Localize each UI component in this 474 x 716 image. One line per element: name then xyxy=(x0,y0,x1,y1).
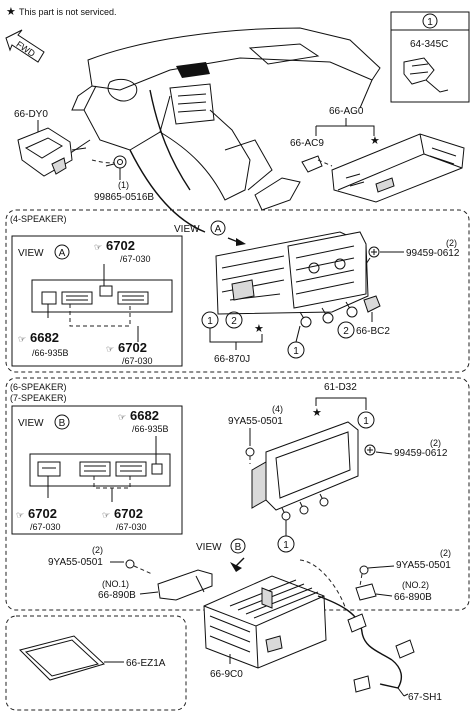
bolt-99459-0612-b: (2) 99459-0612 xyxy=(364,438,448,459)
screw-qty: (1) xyxy=(118,180,129,190)
svg-text:1: 1 xyxy=(207,316,213,327)
fuse-icon xyxy=(301,155,323,173)
hand-pointer-icon: ☞ xyxy=(118,412,126,422)
section-6-7-speaker xyxy=(5,377,470,611)
view-b-label: VIEW xyxy=(18,418,44,429)
label-66-ag0: 66-AG0 xyxy=(329,106,364,117)
view-b-box: VIEW B ☞ 6682 /66-935B ☞ 6702 /67-030 ☞ … xyxy=(11,405,183,535)
ref-6702-b-right-sub: /67-030 xyxy=(116,522,147,532)
no1-label: (NO.1) xyxy=(102,579,129,589)
svg-text:1: 1 xyxy=(283,540,289,551)
no2-label: (NO.2) xyxy=(402,580,429,590)
svg-text:A: A xyxy=(215,224,222,235)
label-66-9c0: 66-9C0 xyxy=(210,669,243,680)
view-a-pointer-label: VIEW xyxy=(174,224,200,235)
head-unit-66-ag0: 66-AG0 ★ 66-AC9 xyxy=(290,106,465,203)
amplifier-66-9c0: 66-9C0 xyxy=(203,575,327,680)
right-screw-part: 9YA55-0501 xyxy=(396,560,451,571)
star-icon: ★ xyxy=(6,6,16,18)
harness-67-sh1: 67-SH1 xyxy=(299,559,442,703)
legend-box: 1 64-345C xyxy=(390,11,470,103)
bracket1-part: 66-890B xyxy=(98,590,136,601)
bracket2-part: 66-890B xyxy=(394,592,432,603)
center-vent-icon xyxy=(176,62,210,78)
section-6-title: (6-SPEAKER) xyxy=(10,382,67,392)
section-card: 66-EZ1A xyxy=(5,615,187,711)
bolt-a-qty: (2) xyxy=(446,238,457,248)
callout-66-870j: 1 2 ★ 66-870J xyxy=(201,311,264,365)
svg-text:1: 1 xyxy=(293,346,299,357)
card-icon xyxy=(19,635,105,681)
not-serviced-note: ★ This part is not serviced. xyxy=(6,6,117,18)
label-67-sh1: 67-SH1 xyxy=(408,692,442,703)
ref-6682: 6682 xyxy=(30,330,59,345)
svg-text:B: B xyxy=(59,418,66,429)
ref-6702-b-left-sub: /67-030 xyxy=(30,522,61,532)
ref-6702-bottom-sub: /67-030 xyxy=(122,356,153,366)
display-61-d32: 61-D32 ★ 1 xyxy=(251,382,375,521)
view-a-box: VIEW A ☞ 6702 /67-030 ☞ 6682 /66-935B ☞ … xyxy=(11,235,183,367)
section-4-title: (4-SPEAKER) xyxy=(10,214,67,224)
legend-part: 64-345C xyxy=(410,39,448,50)
section-7-title: (7-SPEAKER) xyxy=(10,393,67,403)
bolt-b-qty: (2) xyxy=(430,438,441,448)
screw-top-qty: (4) xyxy=(272,404,283,414)
ref-6682-b: 6682 xyxy=(130,408,159,423)
hand-pointer-icon: ☞ xyxy=(18,334,26,344)
bolt-99459-0612-a: (2) 99459-0612 xyxy=(365,238,460,265)
screw-99865-0516b: (1) 99865-0516B xyxy=(94,155,154,203)
right-screw-qty: (2) xyxy=(440,548,451,558)
svg-text:B: B xyxy=(235,542,242,553)
hand-pointer-icon: ☞ xyxy=(94,242,102,252)
screw-top-part: 9YA55-0501 xyxy=(228,416,283,427)
ref-6702-bottom: 6702 xyxy=(118,340,147,355)
ref-6682-sub: /66-935B xyxy=(32,348,69,358)
radio-unit-4-speaker: VIEW A xyxy=(174,220,369,328)
clip-icon xyxy=(403,57,449,93)
label-66-dy0: 66-DY0 xyxy=(14,109,48,120)
star-icon: ★ xyxy=(312,407,322,419)
nut-66-bc2: 2 66-BC2 1 xyxy=(287,295,390,359)
note-text: This part is not serviced. xyxy=(19,7,117,17)
svg-text:2: 2 xyxy=(231,316,237,327)
svg-text:2: 2 xyxy=(343,326,349,337)
hand-pointer-icon: ☞ xyxy=(16,510,24,520)
ref-6702-b-right: 6702 xyxy=(114,506,143,521)
screw-9ya55-0501-top: (4) 9YA55-0501 xyxy=(228,404,283,464)
bolt-a-part: 99459-0612 xyxy=(406,248,460,259)
label-66-870j: 66-870J xyxy=(214,354,250,365)
legend-circle xyxy=(422,13,438,29)
star-icon: ★ xyxy=(370,135,380,147)
hand-pointer-icon: ☞ xyxy=(106,344,114,354)
arrow-icon xyxy=(236,238,246,246)
label-66-ez1a: 66-EZ1A xyxy=(126,658,166,669)
left-screw-qty: (2) xyxy=(92,545,103,555)
bracket-no1: (2) 9YA55-0501 (NO.1) 66-890B xyxy=(48,545,213,601)
label-66-ac9: 66-AC9 xyxy=(290,138,324,149)
view-b-pointer-label: VIEW xyxy=(196,542,222,553)
label-66-bc2: 66-BC2 xyxy=(356,326,390,337)
svg-text:A: A xyxy=(59,248,66,259)
module-66-dy0: 66-DY0 xyxy=(14,109,119,177)
view-b-pointer: VIEW B xyxy=(196,538,246,572)
bolt-b-part: 99459-0612 xyxy=(394,448,448,459)
bracket-no2: (2) 9YA55-0501 (NO.2) 66-890B xyxy=(355,548,451,603)
screw-part: 99865-0516B xyxy=(94,192,154,203)
ref-6702-top-sub: /67-030 xyxy=(120,254,151,264)
fwd-arrow-icon: FWD xyxy=(5,29,45,63)
view-a-label: VIEW xyxy=(18,248,44,259)
svg-text:1: 1 xyxy=(363,416,369,427)
dashboard-illustration xyxy=(59,27,381,233)
arrow-icon xyxy=(230,562,242,572)
hand-pointer-icon: ☞ xyxy=(102,510,110,520)
label-61-d32: 61-D32 xyxy=(324,382,357,393)
svg-text:1: 1 xyxy=(427,17,433,28)
star-icon: ★ xyxy=(254,323,264,335)
ref-6682-b-sub: /66-935B xyxy=(132,424,169,434)
left-screw-part: 9YA55-0501 xyxy=(48,557,103,568)
callout-circle-1-mid: 1 xyxy=(277,520,295,553)
ref-6702-top: 6702 xyxy=(106,238,135,253)
ref-6702-b-left: 6702 xyxy=(28,506,57,521)
